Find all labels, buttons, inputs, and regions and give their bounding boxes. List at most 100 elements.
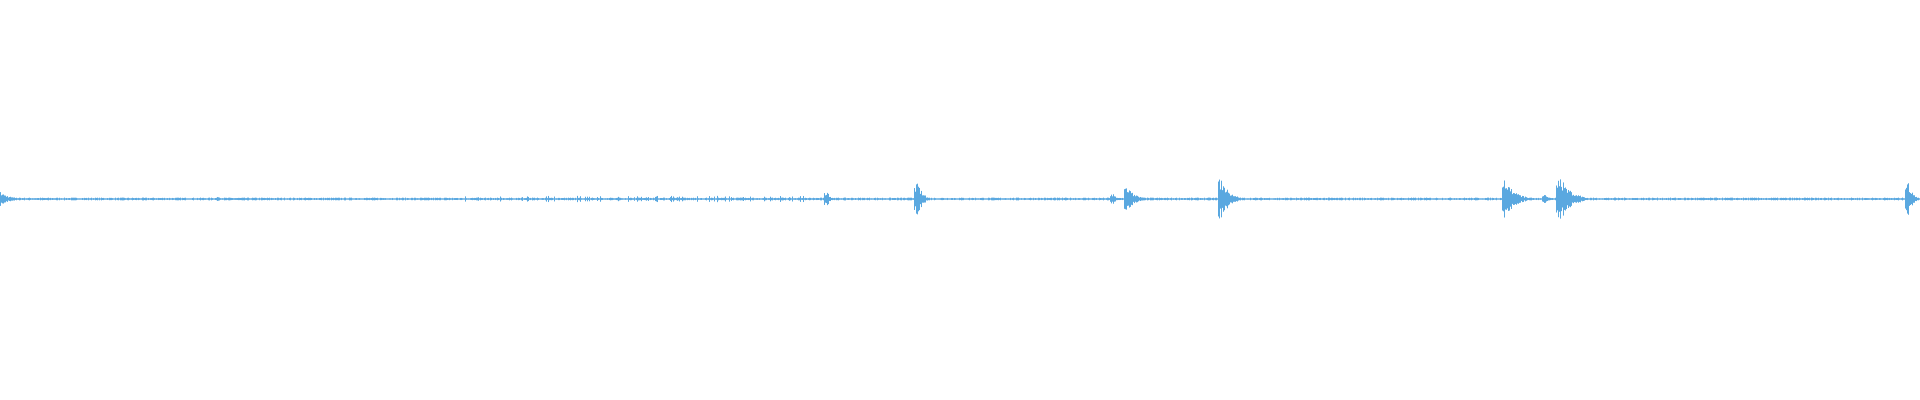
- waveform-peak: [1064, 197, 1065, 201]
- waveform-peak: [1412, 198, 1413, 200]
- waveform-peak: [131, 198, 132, 200]
- waveform-peak: [746, 198, 747, 200]
- waveform-peak: [1573, 194, 1574, 204]
- waveform-peak: [666, 198, 667, 200]
- waveform-peak: [668, 198, 669, 200]
- waveform-peak: [1697, 197, 1698, 201]
- waveform-peak: [1802, 198, 1803, 200]
- waveform-peak: [301, 197, 302, 201]
- waveform-peak: [566, 197, 567, 201]
- waveform-peak: [908, 197, 909, 201]
- waveform-peak: [1888, 198, 1889, 200]
- waveform-peak: [1444, 198, 1445, 200]
- waveform-peak: [1018, 197, 1019, 201]
- waveform-peak: [1032, 198, 1033, 200]
- waveform-peak: [462, 198, 463, 200]
- waveform-peak: [1266, 198, 1267, 200]
- waveform-peak: [1419, 198, 1420, 200]
- waveform-peak: [551, 197, 552, 201]
- waveform-peak: [347, 198, 348, 200]
- waveform-peak: [137, 198, 138, 200]
- waveform-peak: [1450, 197, 1451, 201]
- waveform-peak: [1604, 198, 1605, 200]
- waveform-peak: [1173, 198, 1174, 200]
- waveform-peak: [968, 198, 969, 200]
- waveform-peak: [240, 197, 241, 201]
- waveform-peak: [947, 197, 948, 201]
- waveform-peak: [435, 197, 436, 201]
- waveform-peak: [802, 198, 803, 200]
- waveform-peak: [940, 198, 941, 200]
- waveform-peak: [911, 197, 912, 201]
- waveform-peak: [1835, 198, 1836, 200]
- waveform-peak: [1809, 197, 1810, 201]
- waveform-peak: [1159, 197, 1160, 201]
- waveform-peak: [1399, 198, 1400, 200]
- waveform-peak: [1608, 197, 1609, 201]
- waveform-peak: [183, 197, 184, 201]
- waveform-peak: [1324, 197, 1325, 201]
- waveform-peak: [1026, 198, 1027, 200]
- waveform-peak: [1887, 197, 1888, 201]
- waveform-peak: [734, 198, 735, 200]
- waveform-peak: [739, 197, 740, 201]
- waveform-peak: [1825, 197, 1826, 201]
- waveform-peak: [1241, 198, 1242, 200]
- waveform-peak: [1321, 198, 1322, 200]
- waveform-peak: [804, 198, 805, 200]
- waveform-peak: [1886, 198, 1887, 200]
- waveform-peak: [817, 197, 818, 201]
- waveform-peak: [126, 198, 127, 200]
- waveform-peak: [1536, 197, 1537, 201]
- waveform-peak: [1375, 198, 1376, 200]
- waveform-peak: [710, 198, 711, 200]
- waveform-peak: [829, 197, 830, 201]
- waveform-peak: [476, 197, 477, 201]
- waveform-peak: [1009, 198, 1010, 200]
- waveform-peak: [1676, 198, 1677, 200]
- waveform-peak: [866, 198, 867, 200]
- waveform-peak: [1635, 197, 1636, 201]
- waveform-peak: [1511, 189, 1512, 209]
- waveform-peak: [1126, 188, 1127, 210]
- waveform-peak: [178, 197, 179, 201]
- waveform-peak: [302, 198, 303, 200]
- waveform-peak: [610, 197, 611, 201]
- waveform-peak: [1107, 197, 1108, 201]
- waveform-peak: [1008, 198, 1009, 200]
- waveform-peak: [1074, 198, 1075, 200]
- waveform-peak: [1045, 197, 1046, 201]
- waveform-peak: [672, 197, 673, 201]
- waveform-peak: [794, 198, 795, 200]
- waveform-peak: [787, 198, 788, 200]
- waveform-peak: [1760, 198, 1761, 200]
- waveform-peak: [789, 197, 790, 201]
- waveform-peak: [1106, 198, 1107, 200]
- waveform-peak: [1169, 198, 1170, 200]
- waveform-peak: [1651, 198, 1652, 200]
- waveform-peak: [1022, 198, 1023, 200]
- waveform-peak: [420, 197, 421, 201]
- waveform-peak: [601, 197, 602, 201]
- waveform-peak: [1207, 197, 1208, 201]
- waveform-peak: [946, 198, 947, 200]
- waveform-peak: [564, 197, 565, 201]
- waveform-peak: [411, 197, 412, 201]
- waveform-peak: [1730, 197, 1731, 201]
- waveform-peak: [1172, 198, 1173, 200]
- waveform-peak: [1488, 197, 1489, 201]
- waveform-peak: [1516, 193, 1517, 205]
- waveform-peak: [821, 197, 822, 201]
- waveform-peak: [1837, 197, 1838, 201]
- waveform-peak: [1880, 198, 1881, 200]
- waveform-peak: [1068, 198, 1069, 200]
- waveform-peak: [887, 198, 888, 200]
- waveform-peak: [846, 198, 847, 200]
- waveform-peak: [1024, 197, 1025, 201]
- waveform-peak: [777, 198, 778, 200]
- waveform-peak: [1764, 198, 1765, 200]
- waveform-peak: [752, 197, 753, 201]
- waveform-peak: [1270, 198, 1271, 200]
